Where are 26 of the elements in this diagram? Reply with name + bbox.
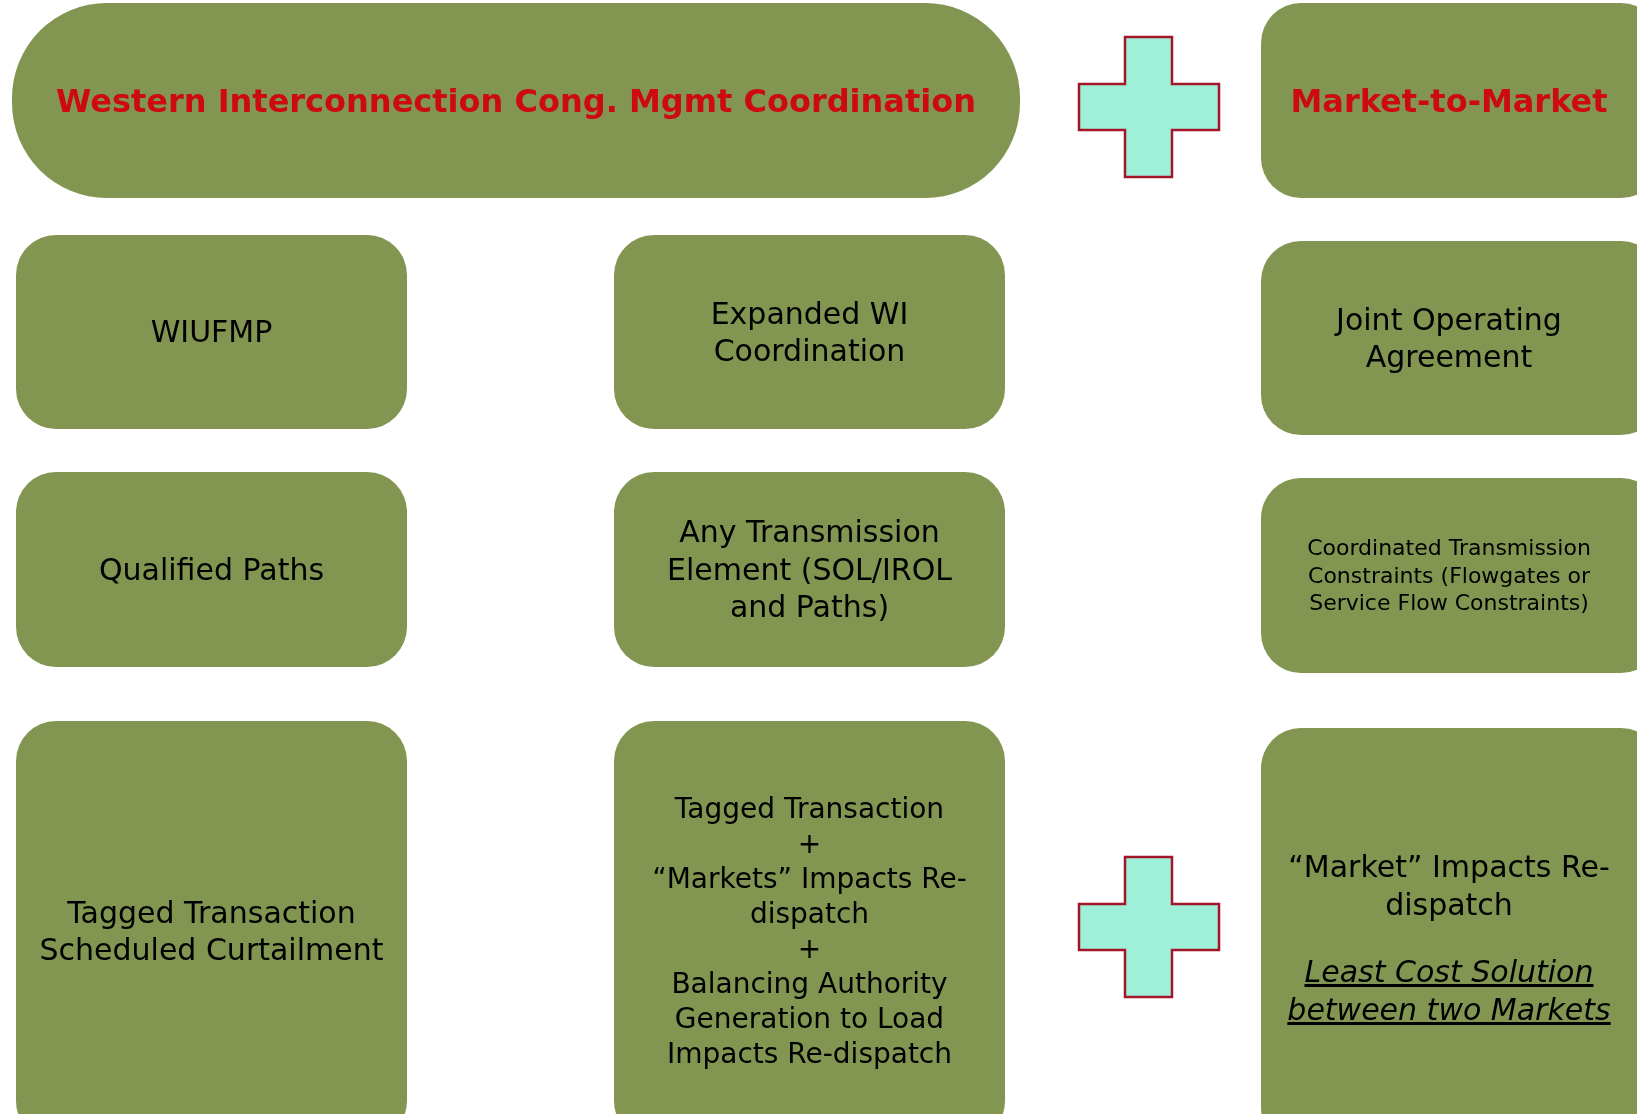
box-text: Tagged Transaction [674,791,945,826]
rounded-box [614,235,1005,429]
box-text: Any Transmission Element (SOL/IROL and Paths) [666,513,953,626]
box-text: Tagged Transaction Scheduled Curtailment [38,893,385,969]
box-text: Coordinated Transmission Constraints (Flowgates or Service Flow Constraints) [1306,534,1592,617]
rounded-box [1261,478,1637,673]
rounded-box [614,721,1005,1114]
box-text: “Markets” Impacts Re-dispatch [651,861,968,931]
header-title: Market-to-Market [1290,80,1608,121]
rounded-box [614,472,1005,667]
rounded-box [16,721,407,1114]
box-text: Balancing Authority Generation to Load Impacts Re-dispatch [665,966,953,1071]
box-text: + [797,931,822,966]
rounded-box [16,235,407,429]
rounded-box [1261,728,1637,1114]
rounded-box [16,472,407,667]
header-banner [1261,3,1637,198]
box-text: Least Cost Solution between two Markets [1286,953,1612,1028]
box-text: Qualified Paths [98,550,325,589]
box-text: WIUFMP [150,313,273,351]
header-title: Western Interconnection Cong. Mgmt Coordination [56,80,976,121]
box-text: Joint Operating Agreement [1333,300,1563,376]
rounded-box [1261,241,1637,435]
box-text: Expanded WI Coordination [709,294,910,370]
box-text: + [797,826,822,861]
box-text: “Market” Impacts Re-dispatch [1287,848,1611,923]
